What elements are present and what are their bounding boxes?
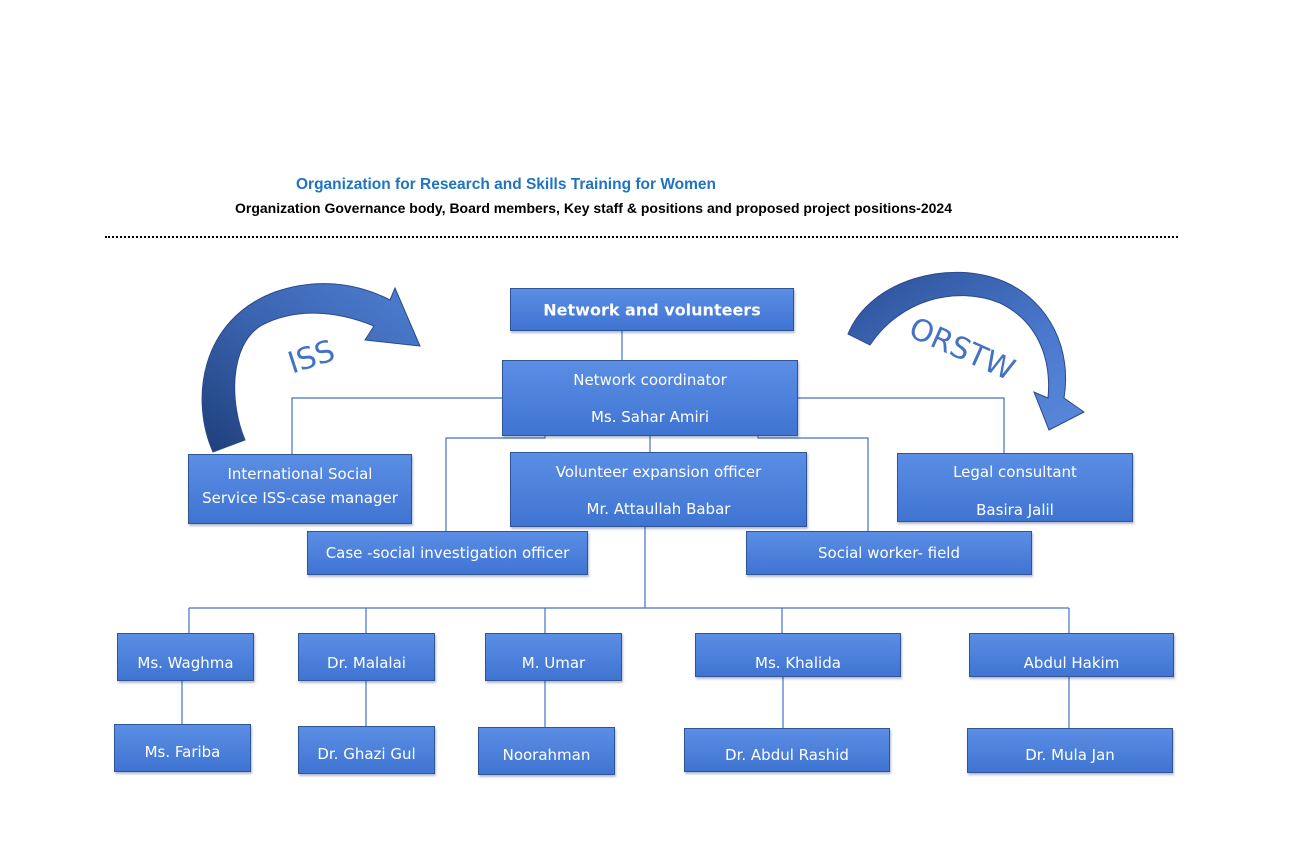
volunteer-role: Volunteer expansion officer — [555, 463, 762, 481]
dotted-divider — [105, 236, 1178, 238]
network-volunteers-label: Network and volunteers — [543, 300, 761, 319]
iss-line1: International Social — [227, 465, 373, 483]
staff-name: Dr. Malalai — [327, 654, 406, 672]
staff-box-row1: Abdul Hakim — [969, 633, 1174, 677]
volunteer-officer-box: Volunteer expansion officer Mr. Attaulla… — [510, 452, 807, 527]
legal-name: Basira Jalil — [976, 501, 1054, 519]
staff-name: Dr. Mula Jan — [1025, 746, 1115, 764]
staff-box-row2: Dr. Abdul Rashid — [684, 728, 890, 772]
staff-box-row1: Ms. Waghma — [117, 633, 254, 681]
staff-name: Dr. Ghazi Gul — [317, 745, 416, 763]
iss-line2: Service ISS-case manager — [202, 489, 398, 507]
legal-consultant-box: Legal consultant Basira Jalil — [897, 453, 1133, 522]
coordinator-name: Ms. Sahar Amiri — [590, 408, 709, 426]
page-title: Organization for Research and Skills Tra… — [296, 176, 717, 193]
staff-box-row1: Ms. Khalida — [695, 633, 901, 677]
staff-box-row2: Noorahman — [478, 727, 615, 775]
staff-name: Ms. Khalida — [755, 654, 841, 672]
staff-box-row2: Ms. Fariba — [114, 724, 251, 772]
coordinator-role: Network coordinator — [573, 371, 727, 389]
staff-name: Noorahman — [502, 746, 591, 764]
iss-curved-arrow — [201, 283, 421, 453]
social-worker-label: Social worker- field — [818, 544, 960, 562]
staff-name: Ms. Waghma — [137, 654, 234, 672]
legal-role: Legal consultant — [953, 463, 1077, 481]
network-coordinator-box: Network coordinator Ms. Sahar Amiri — [502, 360, 798, 436]
case-officer-label: Case -social investigation officer — [325, 544, 570, 562]
social-worker-box: Social worker- field — [746, 531, 1032, 575]
volunteer-name: Mr. Attaullah Babar — [586, 500, 731, 518]
page-subtitle: Organization Governance body, Board memb… — [235, 200, 952, 216]
staff-name: M. Umar — [521, 654, 586, 672]
staff-box-row1: M. Umar — [485, 633, 622, 681]
staff-name: Abdul Hakim — [1023, 654, 1120, 672]
network-volunteers-box: Network and volunteers — [510, 288, 794, 331]
orstw-curved-arrow — [847, 271, 1085, 431]
staff-box-row1: Dr. Malalai — [298, 633, 435, 681]
staff-name: Ms. Fariba — [144, 743, 221, 761]
staff-box-row2: Dr. Mula Jan — [967, 728, 1173, 773]
case-officer-box: Case -social investigation officer — [307, 531, 588, 575]
staff-name: Dr. Abdul Rashid — [725, 746, 849, 764]
iss-case-manager-box: International Social Service ISS-case ma… — [188, 454, 412, 524]
staff-box-row2: Dr. Ghazi Gul — [298, 726, 435, 774]
